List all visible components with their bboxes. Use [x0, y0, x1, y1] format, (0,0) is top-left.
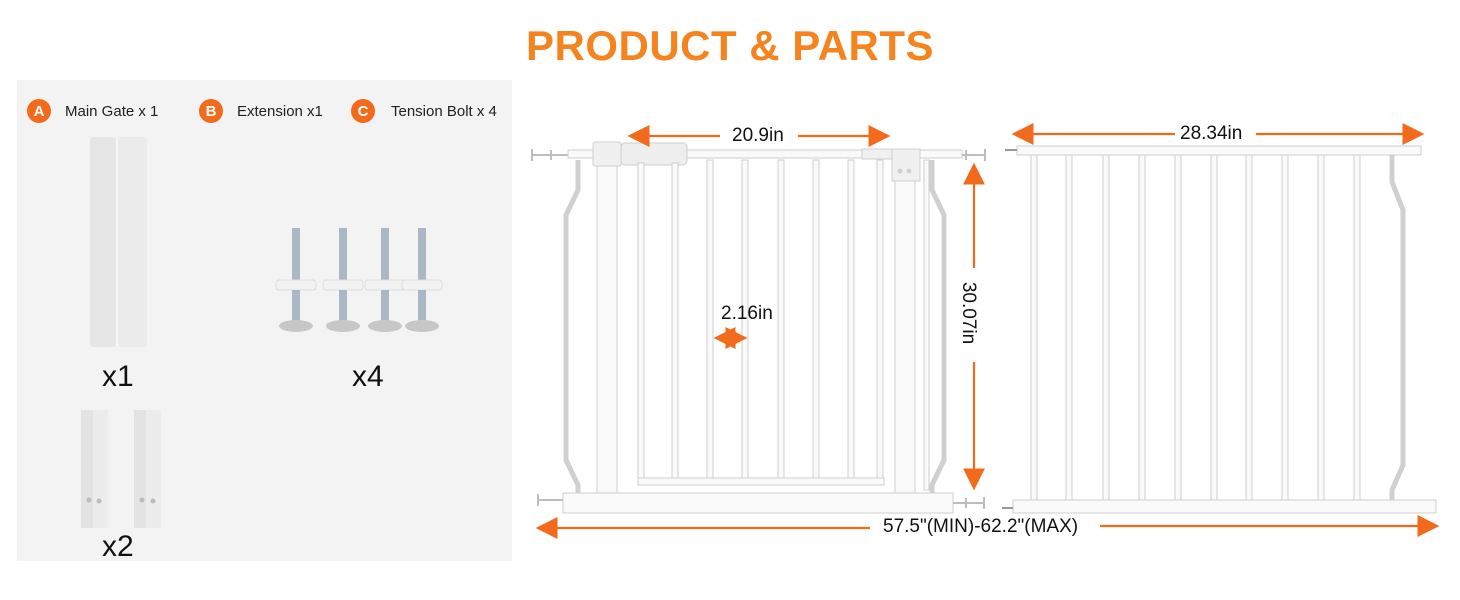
badge-b-icon: B — [199, 99, 223, 123]
extension-width-label: 28.34in — [1176, 123, 1247, 145]
gate-height-label: 30.07in — [957, 277, 980, 349]
badge-a-icon: A — [27, 99, 51, 123]
legend-label: Main Gate x 1 — [65, 102, 159, 120]
quantity-label: x4 — [352, 360, 384, 393]
dimension-arrows — [535, 123, 1440, 539]
main-gate-drawing — [531, 141, 986, 514]
gate-cover-image — [90, 137, 147, 347]
bar-spacing-label: 2.16in — [721, 303, 773, 324]
quantity-label: x2 — [102, 530, 134, 563]
legend-item-main-gate: A Main Gate x 1 — [27, 98, 158, 124]
legend-label: Tension Bolt x 4 — [391, 102, 497, 120]
wall-cups-image — [81, 410, 161, 528]
overall-width-label: 57.5"(MIN)-62.2"(MAX) — [879, 516, 1083, 538]
page-title: PRODUCT & PARTS — [525, 22, 935, 69]
legend-item-extension: B Extension x1 — [199, 98, 323, 124]
quantity-label: x1 — [102, 360, 134, 393]
door-width-label: 20.9in — [728, 125, 788, 147]
badge-c-icon: C — [351, 99, 375, 123]
extension-drawing — [1002, 145, 1437, 514]
legend-item-tension-bolt: C Tension Bolt x 4 — [351, 98, 497, 124]
tension-bolts-image — [275, 228, 443, 332]
legend-label: Extension x1 — [237, 102, 323, 120]
